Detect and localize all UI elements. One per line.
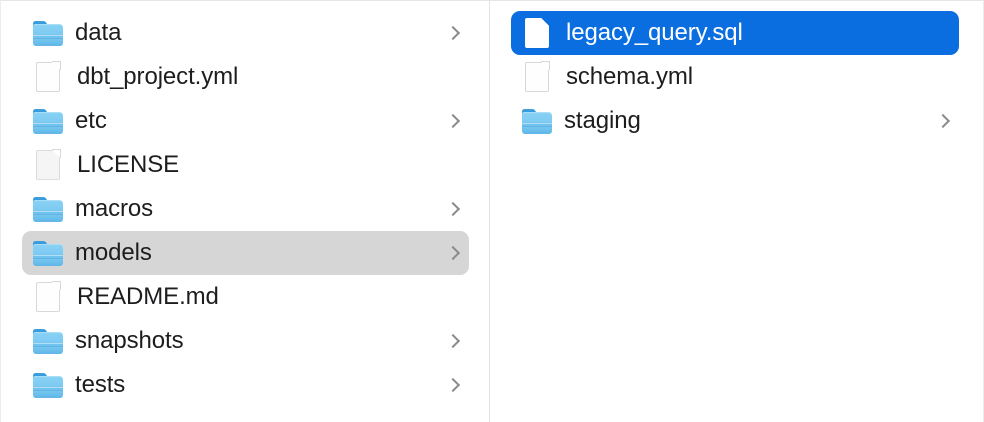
item-label: README.md: [77, 285, 219, 309]
folder-icon: [33, 328, 63, 354]
item-label: schema.yml: [566, 65, 694, 89]
folder-icon: [33, 372, 63, 398]
document-icon: [36, 281, 61, 312]
item-label: LICENSE: [77, 153, 180, 177]
folder-icon: [33, 108, 63, 134]
item-label: snapshots: [75, 329, 184, 353]
folder-row[interactable]: data: [22, 11, 469, 55]
disclosure-chevron-icon[interactable]: [448, 202, 457, 217]
item-label: legacy_query.sql: [566, 21, 743, 45]
document-icon: [525, 61, 550, 92]
document-icon: [525, 17, 550, 48]
folder-row[interactable]: staging: [511, 99, 959, 143]
item-label: macros: [75, 197, 154, 221]
folder-icon: [33, 240, 63, 266]
file-row[interactable]: README.md: [22, 275, 469, 319]
document-icon: [36, 61, 61, 92]
file-row[interactable]: schema.yml: [511, 55, 959, 99]
disclosure-chevron-icon[interactable]: [448, 26, 457, 41]
folder-row[interactable]: snapshots: [22, 319, 469, 363]
file-row[interactable]: dbt_project.yml: [22, 55, 469, 99]
folder-icon: [522, 108, 552, 134]
document-plain-icon: [36, 149, 61, 180]
file-row[interactable]: LICENSE: [22, 143, 469, 187]
folder-row[interactable]: tests: [22, 363, 469, 407]
folder-row[interactable]: models: [22, 231, 469, 275]
item-label: models: [75, 241, 152, 265]
disclosure-chevron-icon[interactable]: [448, 246, 457, 261]
item-label: tests: [75, 373, 126, 397]
disclosure-chevron-icon[interactable]: [938, 114, 947, 129]
item-label: dbt_project.yml: [77, 65, 239, 89]
folder-icon: [33, 20, 63, 46]
file-row[interactable]: legacy_query.sql: [511, 11, 959, 55]
column-child[interactable]: legacy_query.sql schema.yml staging: [490, 1, 983, 422]
folder-row[interactable]: etc: [22, 99, 469, 143]
disclosure-chevron-icon[interactable]: [448, 114, 457, 129]
disclosure-chevron-icon[interactable]: [448, 378, 457, 393]
folder-icon: [33, 196, 63, 222]
item-label: data: [75, 21, 122, 45]
item-label: etc: [75, 109, 107, 133]
folder-row[interactable]: macros: [22, 187, 469, 231]
item-label: staging: [564, 109, 641, 133]
disclosure-chevron-icon[interactable]: [448, 334, 457, 349]
